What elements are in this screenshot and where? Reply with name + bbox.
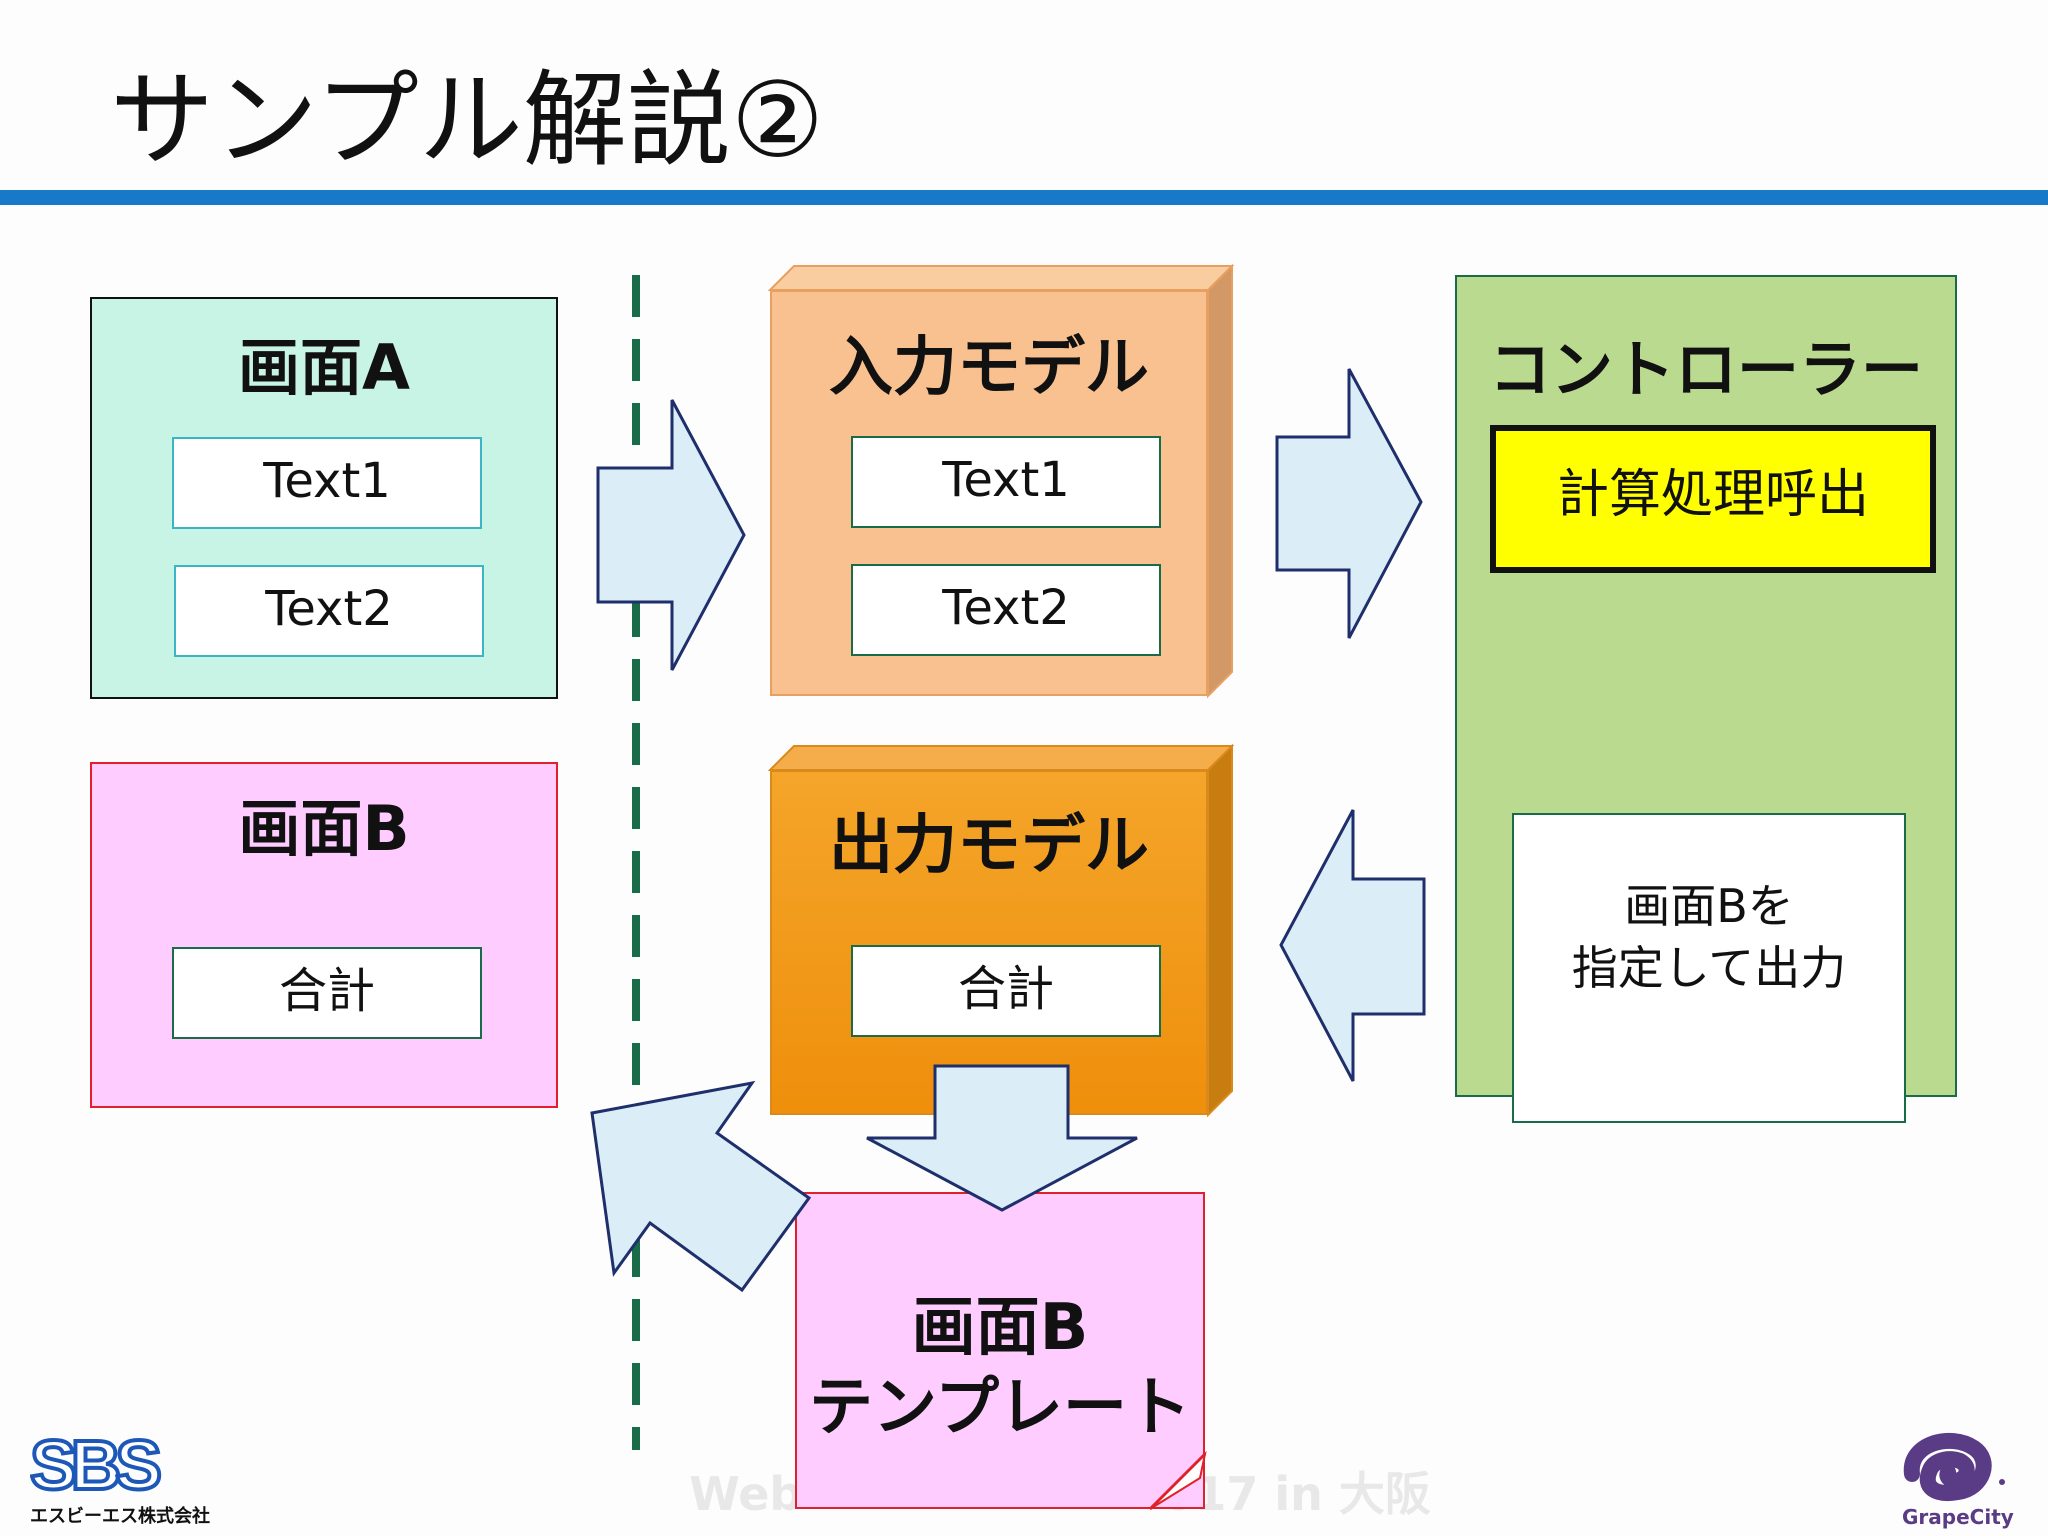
grapecity-logo-icon <box>1903 1432 2005 1501</box>
arrow-to-controller <box>1275 368 1423 639</box>
arrow-to-screen-b <box>590 1080 812 1293</box>
template-note: 画面B テンプレート <box>795 1192 1205 1509</box>
title-underline <box>0 190 2048 205</box>
controller-panel: コントローラー 計算処理呼出 画面Bを 指定して出力 <box>1455 275 1957 1123</box>
controller-output-line1: 画面Bを <box>1624 879 1794 933</box>
sbs-company-name: エスビーエス株式会社 <box>30 1506 210 1527</box>
footer-text-right: 017 in 大阪 <box>1162 1467 1431 1521</box>
template-title-line1: 画面B <box>911 1291 1089 1365</box>
grapecity-logo-text: GrapeCity <box>1902 1505 2014 1529</box>
screen-b-total-field[interactable]: 合計 <box>172 947 482 1039</box>
calculation-call-box: 計算処理呼出 <box>1490 425 1936 573</box>
template-title-line2: テンプレート <box>808 1371 1192 1445</box>
output-model-total-field[interactable]: 合計 <box>851 945 1161 1037</box>
input-model-box: 入力モデル Text1 Text2 <box>770 290 1208 696</box>
screen-b-title: 画面B <box>238 792 410 865</box>
controller-output-line2: 指定して出力 <box>1571 941 1847 995</box>
controller-output-box: 画面Bを 指定して出力 <box>1512 813 1906 1123</box>
page-title: サンプル解説② <box>110 59 825 181</box>
input-model-text2-field[interactable]: Text2 <box>851 564 1161 656</box>
screen-a-panel: 画面A Text1 Text2 <box>90 297 558 699</box>
sbs-logo-mark: SBS <box>30 1433 159 1497</box>
controller-title: コントローラー <box>1488 333 1923 406</box>
output-model-side-face <box>1207 743 1233 1118</box>
input-model-text1-field[interactable]: Text1 <box>851 436 1161 528</box>
arrow-to-template <box>866 1064 1138 1212</box>
output-model-box: 出力モデル 合計 <box>770 770 1208 1115</box>
screen-a-text2-field[interactable]: Text2 <box>174 565 484 657</box>
footer-text: Web 017 in 大阪 <box>680 1458 1440 1524</box>
arrow-to-input-model <box>596 399 746 671</box>
arrow-to-output-model <box>1279 809 1426 1082</box>
screen-a-text1-field[interactable]: Text1 <box>172 437 482 529</box>
input-model-title: 入力モデル <box>829 331 1149 405</box>
input-model-side-face <box>1207 263 1233 699</box>
screen-b-panel: 画面B 合計 <box>90 762 558 1108</box>
sbs-logo-icon: SBS <box>30 1433 167 1497</box>
footer-text-left: Web <box>689 1467 803 1521</box>
screen-a-title: 画面A <box>238 331 410 404</box>
output-model-title: 出力モデル <box>829 809 1149 883</box>
